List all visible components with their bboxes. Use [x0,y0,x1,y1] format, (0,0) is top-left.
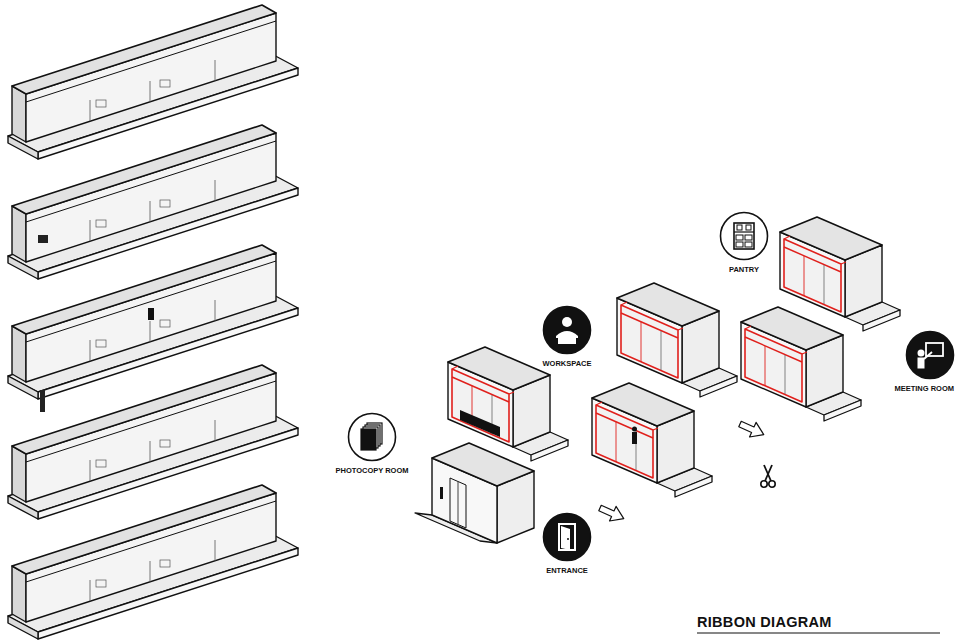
room-label: PHOTOCOPY ROOM [335,467,408,475]
title-rule [697,632,940,633]
room-box [592,383,712,497]
floor-slab [8,485,298,639]
figure [632,432,637,444]
diagram-title: RIBBON DIAGRAM [697,615,832,630]
icon-circle [542,305,592,355]
room-label: PANTRY [729,266,759,274]
figure [632,427,637,432]
icon-circle [347,412,397,462]
dark-floor [460,410,500,437]
icon-circle-node: PHOTOCOPY ROOM [347,412,397,462]
icon-circle-node: WORKSPACE [542,305,592,355]
icon-circle-node: MEETING ROOM [905,330,955,380]
flow-arrow [737,417,767,442]
icon-circle [719,211,769,261]
scissors-symbol [761,465,775,487]
flow-arrow [597,501,627,526]
icon-circle-node: ENTRANCE [542,512,592,562]
stair [40,390,45,412]
icon-circle-node: PANTRY [719,211,769,261]
icon-circle [905,330,955,380]
room-label: ENTRANCE [546,567,588,575]
room-label: MEETING ROOM [894,385,954,393]
icon-circle [542,512,592,562]
entrance-box [415,443,534,543]
figure [440,487,443,499]
room-box [741,307,861,421]
figure [148,308,154,320]
stair [38,235,48,243]
room-box [617,283,737,397]
room-box [780,217,900,331]
room-label: WORKSPACE [542,360,591,368]
